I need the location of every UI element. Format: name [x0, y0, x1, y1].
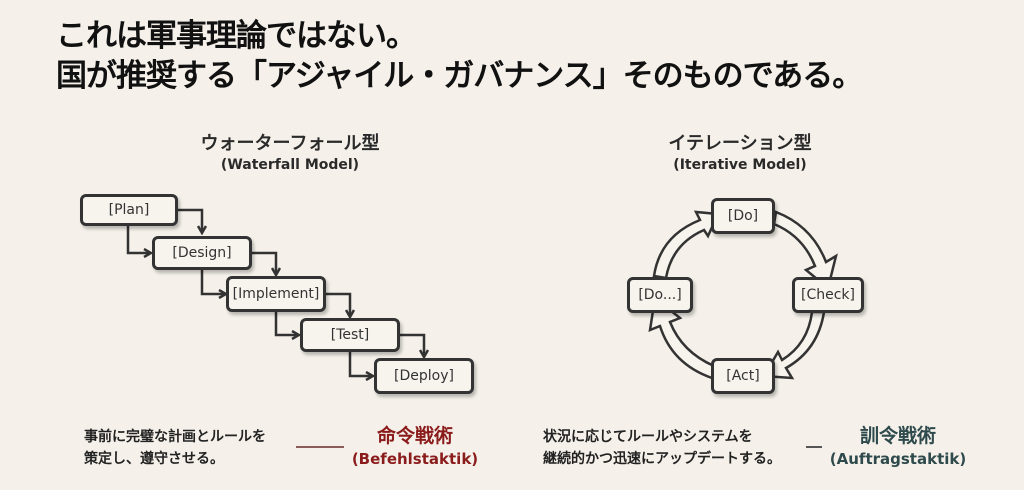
- iterative-title-jp: イテレーション型: [668, 133, 812, 154]
- headline-line-1: これは軍事理論ではない。: [56, 18, 417, 54]
- iterative-description-line-2: 継続的かつ迅速にアップデートする。: [543, 451, 781, 467]
- arrow-plan-to-design-right: [126, 226, 150, 253]
- iterative-tactic: 訓令戦術 (Auftragstaktik): [824, 424, 972, 470]
- arrow-test-to-deploy-right: [348, 352, 372, 376]
- arrow-doellipsis-to-do: [652, 210, 720, 280]
- iterative-step-do: [Do]: [711, 198, 775, 234]
- iterative-step-do-ellipsis: [Do...]: [627, 277, 693, 313]
- waterfall-description: 事前に完璧な計画とルールを 策定し、遵守させる。: [84, 426, 266, 470]
- iterative-title: イテレーション型 (Iterative Model): [610, 133, 870, 175]
- iterative-tactic-en: (Auftragstaktik): [829, 450, 967, 468]
- waterfall-tactic: 命令戦術 (Befehlstaktik): [340, 424, 490, 470]
- iterative-step-act: [Act]: [711, 358, 775, 394]
- waterfall-step-plan: [Plan]: [80, 194, 178, 226]
- iterative-connector-line: [806, 446, 822, 448]
- iterative-title-en: (Iterative Model): [673, 157, 807, 173]
- waterfall-tactic-jp: 命令戦術: [376, 425, 453, 447]
- arrow-design-to-implement-right: [200, 270, 225, 294]
- waterfall-title-en: (Waterfall Model): [220, 157, 360, 173]
- arrow-test-to-deploy-down: [400, 333, 424, 356]
- arrow-implement-to-test-down: [326, 292, 350, 316]
- arrow-plan-to-design-down: [178, 208, 202, 232]
- waterfall-title: ウォーターフォール型 (Waterfall Model): [160, 133, 420, 175]
- arrow-implement-to-test-right: [274, 312, 298, 335]
- waterfall-description-line-1: 事前に完璧な計画とルールを: [84, 429, 266, 445]
- waterfall-step-deploy: [Deploy]: [374, 358, 474, 394]
- arrow-design-to-implement-down: [252, 251, 276, 274]
- iterative-description: 状況に応じてルールやシステムを 継続的かつ迅速にアップデートする。: [543, 426, 781, 470]
- headline-line-2: 国が推奨する「アジャイル・ガバナンス」そのものである。: [56, 58, 863, 94]
- waterfall-step-implement: [Implement]: [226, 276, 326, 312]
- waterfall-step-test: [Test]: [300, 318, 400, 352]
- headline: これは軍事理論ではない。 国が推奨する「アジャイル・ガバナンス」そのものである。: [56, 16, 863, 96]
- iterative-description-line-1: 状況に応じてルールやシステムを: [543, 429, 753, 445]
- waterfall-tactic-en: (Befehlstaktik): [351, 450, 479, 468]
- waterfall-title-jp: ウォーターフォール型: [200, 133, 380, 154]
- iterative-tactic-jp: 訓令戦術: [859, 425, 936, 447]
- iterative-step-check: [Check]: [792, 277, 864, 313]
- waterfall-step-design: [Design]: [152, 236, 252, 270]
- waterfall-connector-line: [296, 446, 344, 448]
- waterfall-description-line-2: 策定し、遵守させる。: [84, 451, 224, 467]
- waterfall-arrows: [126, 208, 424, 376]
